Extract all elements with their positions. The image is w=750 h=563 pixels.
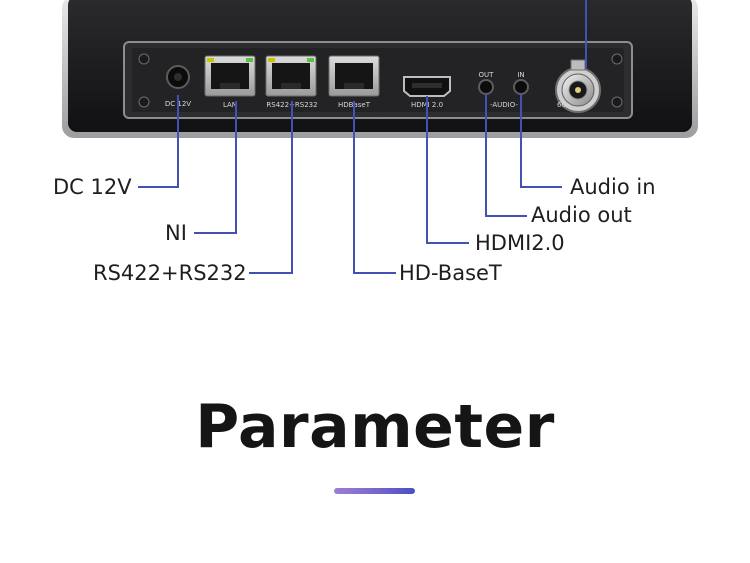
port-label-sdi: 6G — [557, 101, 567, 109]
callout-rs422-rs232: RS422+RS232 — [93, 261, 247, 285]
callout-audio-out: Audio out — [531, 203, 632, 227]
leader-line-audio-in — [520, 94, 562, 188]
hdmi-port — [403, 76, 451, 97]
device-chassis — [62, 0, 698, 138]
callout-hd-baset: HD-BaseT — [399, 261, 502, 285]
callout-hdmi: HDMI2.0 — [475, 231, 565, 255]
title-underline-accent — [334, 488, 415, 494]
leader-line-dc — [138, 95, 179, 188]
dc-power-jack — [166, 65, 190, 89]
leader-line-rs — [249, 101, 293, 274]
callout-audio-in: Audio in — [570, 175, 656, 199]
panel-screws — [138, 53, 623, 108]
port-label-lan: LAN — [223, 101, 237, 109]
port-label-out: OUT — [479, 71, 495, 79]
callout-dc-12v: DC 12V — [53, 175, 132, 199]
audio-out-jack — [478, 79, 494, 95]
leader-line-lan — [194, 101, 237, 234]
lan-port — [204, 55, 256, 97]
leader-line-hdbaset — [353, 101, 396, 274]
audio-in-jack — [513, 79, 529, 95]
hdbaset-port — [328, 55, 380, 97]
port-label-in: IN — [517, 71, 524, 79]
leader-lines — [138, 0, 587, 274]
callout-ni: NI — [165, 221, 187, 245]
section-title: Parameter — [195, 392, 555, 462]
rs422-rs232-port — [265, 55, 317, 97]
sdi-bnc-connector — [555, 59, 601, 113]
port-label-audio: -AUDIO- — [490, 101, 518, 109]
leader-line-hdmi — [426, 96, 469, 244]
leader-line-audio-out — [485, 94, 527, 217]
